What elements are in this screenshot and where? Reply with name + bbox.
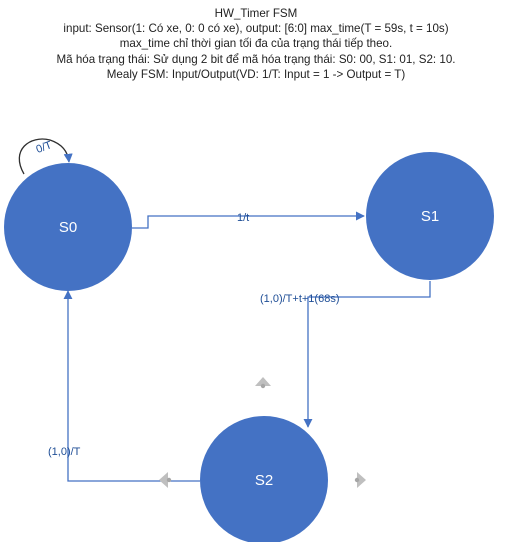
- header-line-max-time: max_time chỉ thời gian tối đa của trạng …: [119, 37, 393, 51]
- state-s0[interactable]: S0: [4, 163, 132, 291]
- edge-s1-to-s2[interactable]: [303, 281, 431, 428]
- state-s2-label: S2: [255, 472, 273, 489]
- handle-left-icon[interactable]: [159, 472, 172, 488]
- header-line-mealy: Mealy FSM: Input/Output(VD: 1/T: Input =…: [106, 67, 406, 81]
- edge-label-s0-self: 0/T: [35, 139, 54, 156]
- diagram-header: HW_Timer FSM input: Sensor(1: Có xe, 0: …: [0, 6, 512, 82]
- diagram-title: HW_Timer FSM: [214, 7, 298, 20]
- state-s0-label: S0: [59, 219, 77, 236]
- header-line-io: input: Sensor(1: Có xe, 0: 0 có xe), out…: [63, 22, 449, 36]
- edge-label-s2-to-s0: (1,0)/T: [48, 446, 81, 458]
- state-s1-label: S1: [421, 208, 439, 225]
- edge-s0-to-s1[interactable]: [132, 211, 365, 229]
- edge-s0-self-loop[interactable]: [18, 138, 73, 175]
- handle-right-icon[interactable]: [354, 472, 366, 488]
- handle-up-icon[interactable]: [255, 377, 271, 389]
- state-s2[interactable]: S2: [200, 416, 328, 542]
- edge-s2-to-s0[interactable]: [63, 290, 200, 482]
- edge-label-s0-to-s1: 1/t: [237, 212, 249, 224]
- state-s1[interactable]: S1: [366, 152, 494, 280]
- header-line-encoding: Mã hóa trạng thái: Sử dụng 2 bit để mã h…: [56, 52, 456, 66]
- edge-label-s1-to-s2: (1,0)/T+t+1(68s): [260, 293, 339, 305]
